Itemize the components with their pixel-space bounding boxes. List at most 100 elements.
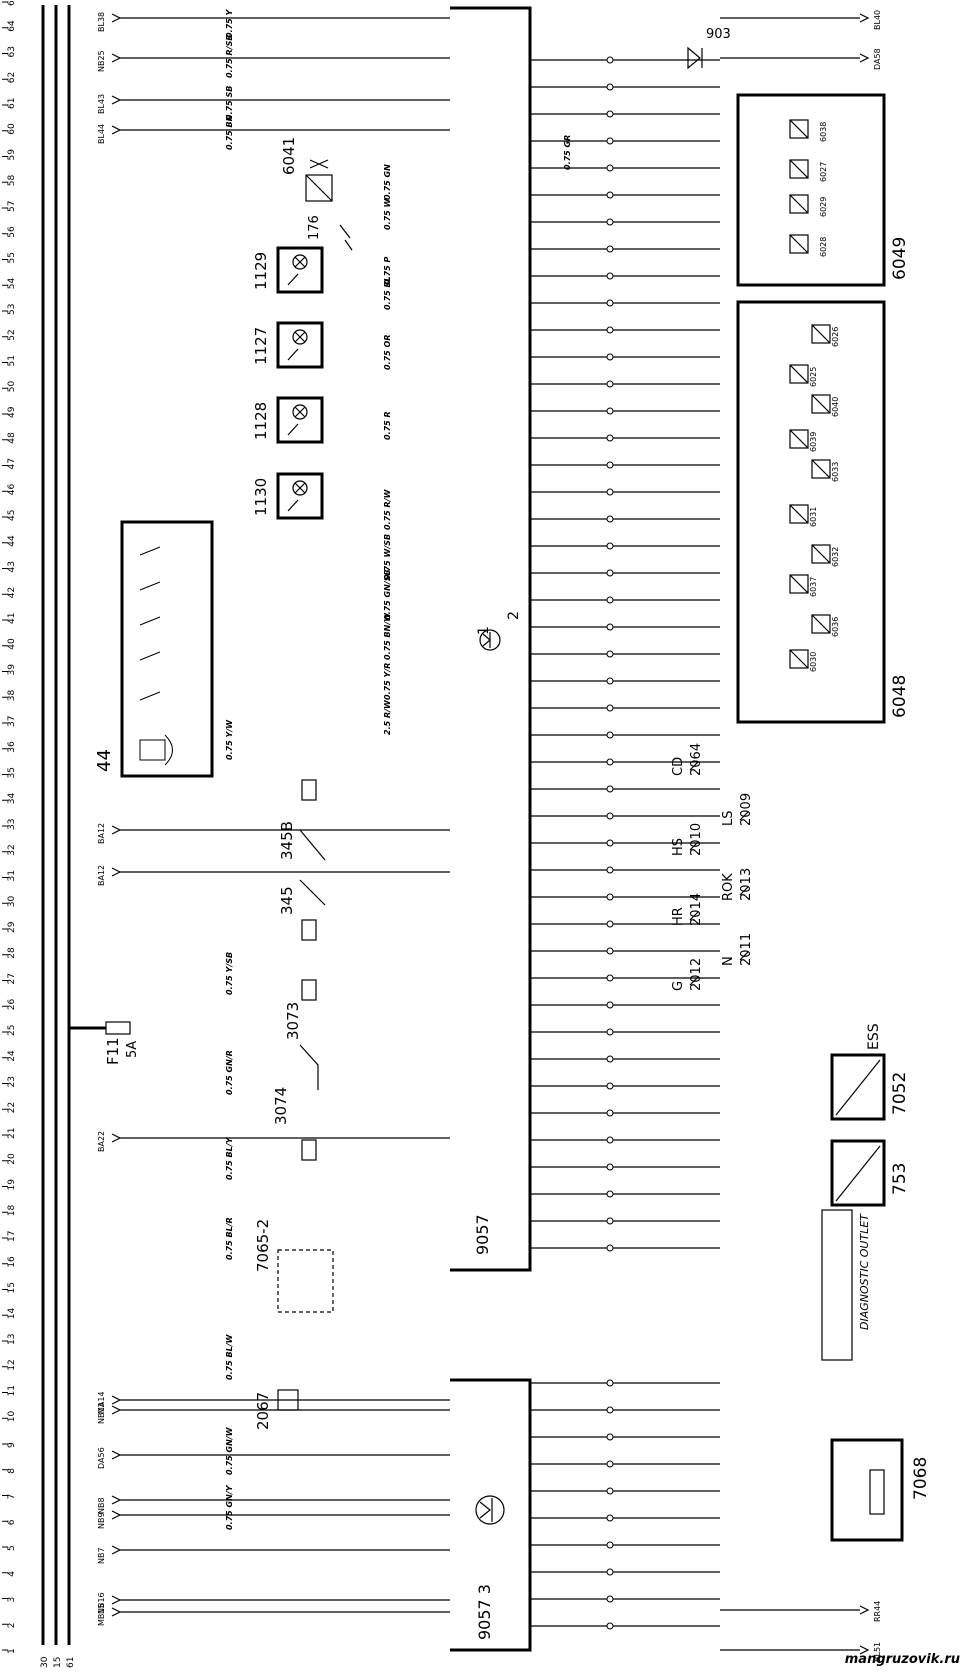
- right-connector-label: BL51: [873, 1642, 882, 1662]
- ruler-label: 2: [7, 1623, 17, 1629]
- left-connector-label: NB16: [97, 1592, 106, 1614]
- splice-point: [606, 1379, 614, 1387]
- ruler-label: 5: [7, 1545, 17, 1551]
- left-connector-label: BA22: [97, 1131, 106, 1152]
- ruler-label: 1: [7, 1648, 17, 1654]
- ruler-label: 11: [7, 1385, 17, 1396]
- diode-label: 903: [706, 27, 731, 42]
- wire-label: 0.75 R/W: [383, 488, 392, 530]
- ruler-label: 39: [7, 664, 17, 676]
- splice-point: [606, 407, 614, 415]
- splice-point: [606, 1541, 614, 1549]
- splice-point: [606, 299, 614, 307]
- ruler-label: 51: [7, 355, 17, 366]
- switch-176-label: 176: [307, 215, 322, 240]
- relay-345b-label: 345B: [278, 821, 296, 860]
- ruler-label: 54: [7, 278, 17, 290]
- valve-label: 6026: [831, 327, 840, 347]
- splice-point: [606, 434, 614, 442]
- watermark: mangruzovik.ru: [845, 1652, 960, 1667]
- ruler-label: 44: [7, 535, 17, 547]
- splice-point: [606, 974, 614, 982]
- left-connector-label: MA14: [97, 1391, 106, 1414]
- ecu-upper-sub2-label: 2: [506, 611, 522, 620]
- connector-arrow: [111, 53, 122, 63]
- wire-labels: 0.75 Y0.75 R/SB0.75 SB0.75 BN0.75 GN0.75…: [225, 8, 572, 1530]
- connector-arrow: [859, 1605, 870, 1615]
- switch-7065-label: 7065-2: [254, 1219, 272, 1272]
- ruler-label: 7: [7, 1494, 17, 1500]
- splice-point: [606, 1487, 614, 1495]
- valve: 6039: [789, 429, 818, 452]
- pressure-switch-tag: G: [671, 981, 686, 991]
- wire-label: 0.75 BL: [383, 276, 392, 310]
- ecu-upper-label: 9057: [473, 1214, 492, 1255]
- ruler-label: 32: [7, 844, 17, 855]
- connector-arrow: [111, 1450, 122, 1460]
- splice-point: [606, 218, 614, 226]
- switch-7065-2: 7065-2: [254, 1219, 334, 1313]
- connector-arrow: [111, 13, 122, 23]
- relay-3073-label: 3073: [284, 1002, 302, 1040]
- ruler-label: 43: [7, 561, 17, 572]
- ruler-label: 30: [7, 896, 17, 908]
- ruler-label: 15: [7, 1282, 17, 1293]
- lamp-label: 1128: [252, 402, 270, 440]
- diag-outlet-label: DIAGNOSTIC OUTLET: [858, 1213, 871, 1330]
- connector-arrow: [859, 53, 870, 63]
- module-7052: ESS 7052: [830, 1023, 910, 1121]
- lamp-switch: 1129: [252, 246, 324, 294]
- splice-point: [606, 1082, 614, 1090]
- wire-label: 0.75 BL/Y: [225, 1136, 234, 1180]
- wire-label: 0.75 R/SB: [225, 35, 234, 78]
- splice-point: [606, 650, 614, 658]
- splice-point: [606, 542, 614, 550]
- ruler-label: 64: [7, 20, 17, 32]
- wire-label: 0.75 Y: [225, 8, 234, 38]
- module-753-label: 753: [890, 1163, 910, 1195]
- relay-3074-label: 3074: [272, 1087, 290, 1125]
- ruler-label: 56: [7, 226, 17, 238]
- wire-label: 0.75 GN/W: [225, 1426, 234, 1475]
- pressure-switch-tag: CD: [671, 757, 686, 776]
- splice-point: [606, 731, 614, 739]
- module-753: 753: [830, 1139, 910, 1207]
- valve-label: 6029: [819, 197, 828, 217]
- diagnostic-outlet: DIAGNOSTIC OUTLET: [821, 1209, 871, 1361]
- valve-label: 6039: [809, 432, 818, 452]
- pressure-switch-tag: ROK: [721, 873, 736, 901]
- module-7068-label: 7068: [911, 1457, 931, 1500]
- ruler-label: 53: [7, 304, 17, 315]
- splice-point: [606, 1028, 614, 1036]
- lamp-label: 1129: [252, 252, 270, 290]
- connector-arrow: [111, 1510, 122, 1520]
- splice-point: [606, 623, 614, 631]
- splice-point: [606, 137, 614, 145]
- wire-label: 0.75 OR: [383, 335, 392, 370]
- fuse-label: F11: [104, 1037, 122, 1065]
- sensor-2067-label: 2067: [254, 1392, 272, 1430]
- right-connector-label: DA58: [873, 48, 882, 70]
- splice-point: [606, 353, 614, 361]
- wire-label: 0.75 BN/W: [383, 612, 392, 660]
- diode-903: 903: [687, 27, 731, 70]
- connector-arrow: [111, 825, 122, 835]
- left-connector-label: NB25: [97, 50, 106, 72]
- wire-label: 0.75 GN/SB: [383, 569, 392, 620]
- valve-6041-label: 6041: [280, 137, 298, 175]
- ruler-label: 60: [7, 123, 17, 135]
- wire-label: 0.75 BL/R: [225, 1217, 234, 1260]
- wire-label: 0.75 GN: [383, 164, 392, 200]
- valve-block-6049-label: 6049: [890, 237, 910, 280]
- lamp-label: 1127: [252, 327, 270, 365]
- pressure-switch-tag: LS: [721, 811, 736, 827]
- ruler-label: 35: [7, 767, 17, 778]
